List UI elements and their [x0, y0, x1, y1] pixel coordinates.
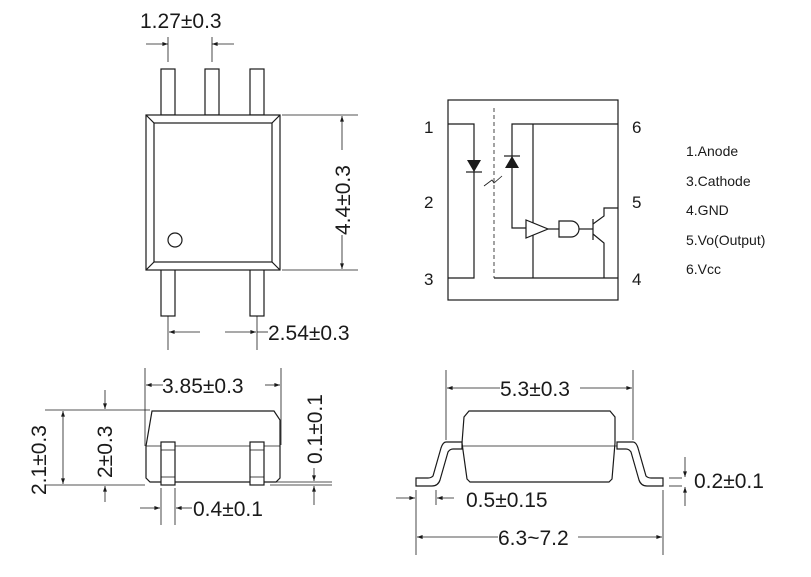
gull-lead-left — [415, 441, 463, 487]
side-lead-2 — [249, 441, 265, 486]
dim-body-height: 4.4±0.3 — [332, 165, 355, 235]
dim-total-height: 2.1±0.3 — [28, 425, 51, 495]
schematic: 1 2 3 4 5 6 — [424, 99, 641, 301]
dim-bottom-pin-spacing: 2.54±0.3 — [268, 322, 350, 345]
pin-legend: 1.Anode 3.Cathode 4.GND 5.Vo(Output) 6.V… — [686, 143, 765, 277]
side-view-left: 3.85±0.3 2.1±0.3 2±0.3 0.1±0.1 0.4±0.1 — [28, 368, 332, 525]
pin-number-2: 2 — [424, 193, 433, 212]
side-view-right: 5.3±0.3 0.2±0.1 0.5±0.15 6.3~7.2 — [396, 370, 764, 555]
pin-number-1: 1 — [424, 118, 433, 137]
legend-item: 3.Cathode — [686, 173, 751, 189]
legend-item: 5.Vo(Output) — [686, 232, 765, 248]
amplifier-icon — [525, 219, 550, 239]
top-pin-1 — [160, 68, 176, 116]
side-body-long — [461, 410, 616, 483]
pin-number-3: 3 — [424, 270, 433, 289]
dim-overall-length: 6.3~7.2 — [498, 527, 569, 550]
top-pin-2 — [204, 68, 220, 116]
package-body-inner — [153, 122, 273, 263]
side-lead-1 — [160, 441, 176, 486]
logic-gate-icon — [558, 220, 580, 238]
gull-lead-right — [616, 441, 664, 487]
dim-lead-foot: 0.5±0.15 — [466, 489, 548, 512]
dim-body-length: 5.3±0.3 — [500, 378, 570, 401]
legend-item: 1.Anode — [686, 143, 738, 159]
pin-number-4: 4 — [632, 270, 641, 289]
dim-pin-pitch: 1.27±0.3 — [140, 10, 222, 33]
schematic-frame — [447, 99, 619, 301]
led-icon — [467, 160, 481, 172]
dim-body-width: 3.85±0.3 — [162, 375, 244, 398]
dim-lead-thickness: 0.2±0.1 — [694, 470, 764, 493]
bottom-pin-2 — [249, 267, 265, 317]
pin1-marker-icon — [167, 232, 183, 248]
dim-body-height-side: 2±0.3 — [94, 426, 117, 478]
photodiode-icon — [505, 156, 519, 168]
legend-item: 6.Vcc — [686, 261, 721, 277]
dim-lead-width: 0.4±0.1 — [193, 498, 263, 521]
bottom-pin-1 — [160, 267, 176, 317]
legend-item: 4.GND — [686, 202, 729, 218]
top-view: 1.27±0.3 4.4±0.3 2.54±0.3 — [140, 10, 358, 350]
pin-number-6: 6 — [632, 118, 641, 137]
package-body-outer — [145, 114, 281, 271]
top-pin-3 — [249, 68, 265, 116]
dim-standoff: 0.1±0.1 — [304, 394, 327, 464]
pin-number-5: 5 — [632, 193, 641, 212]
